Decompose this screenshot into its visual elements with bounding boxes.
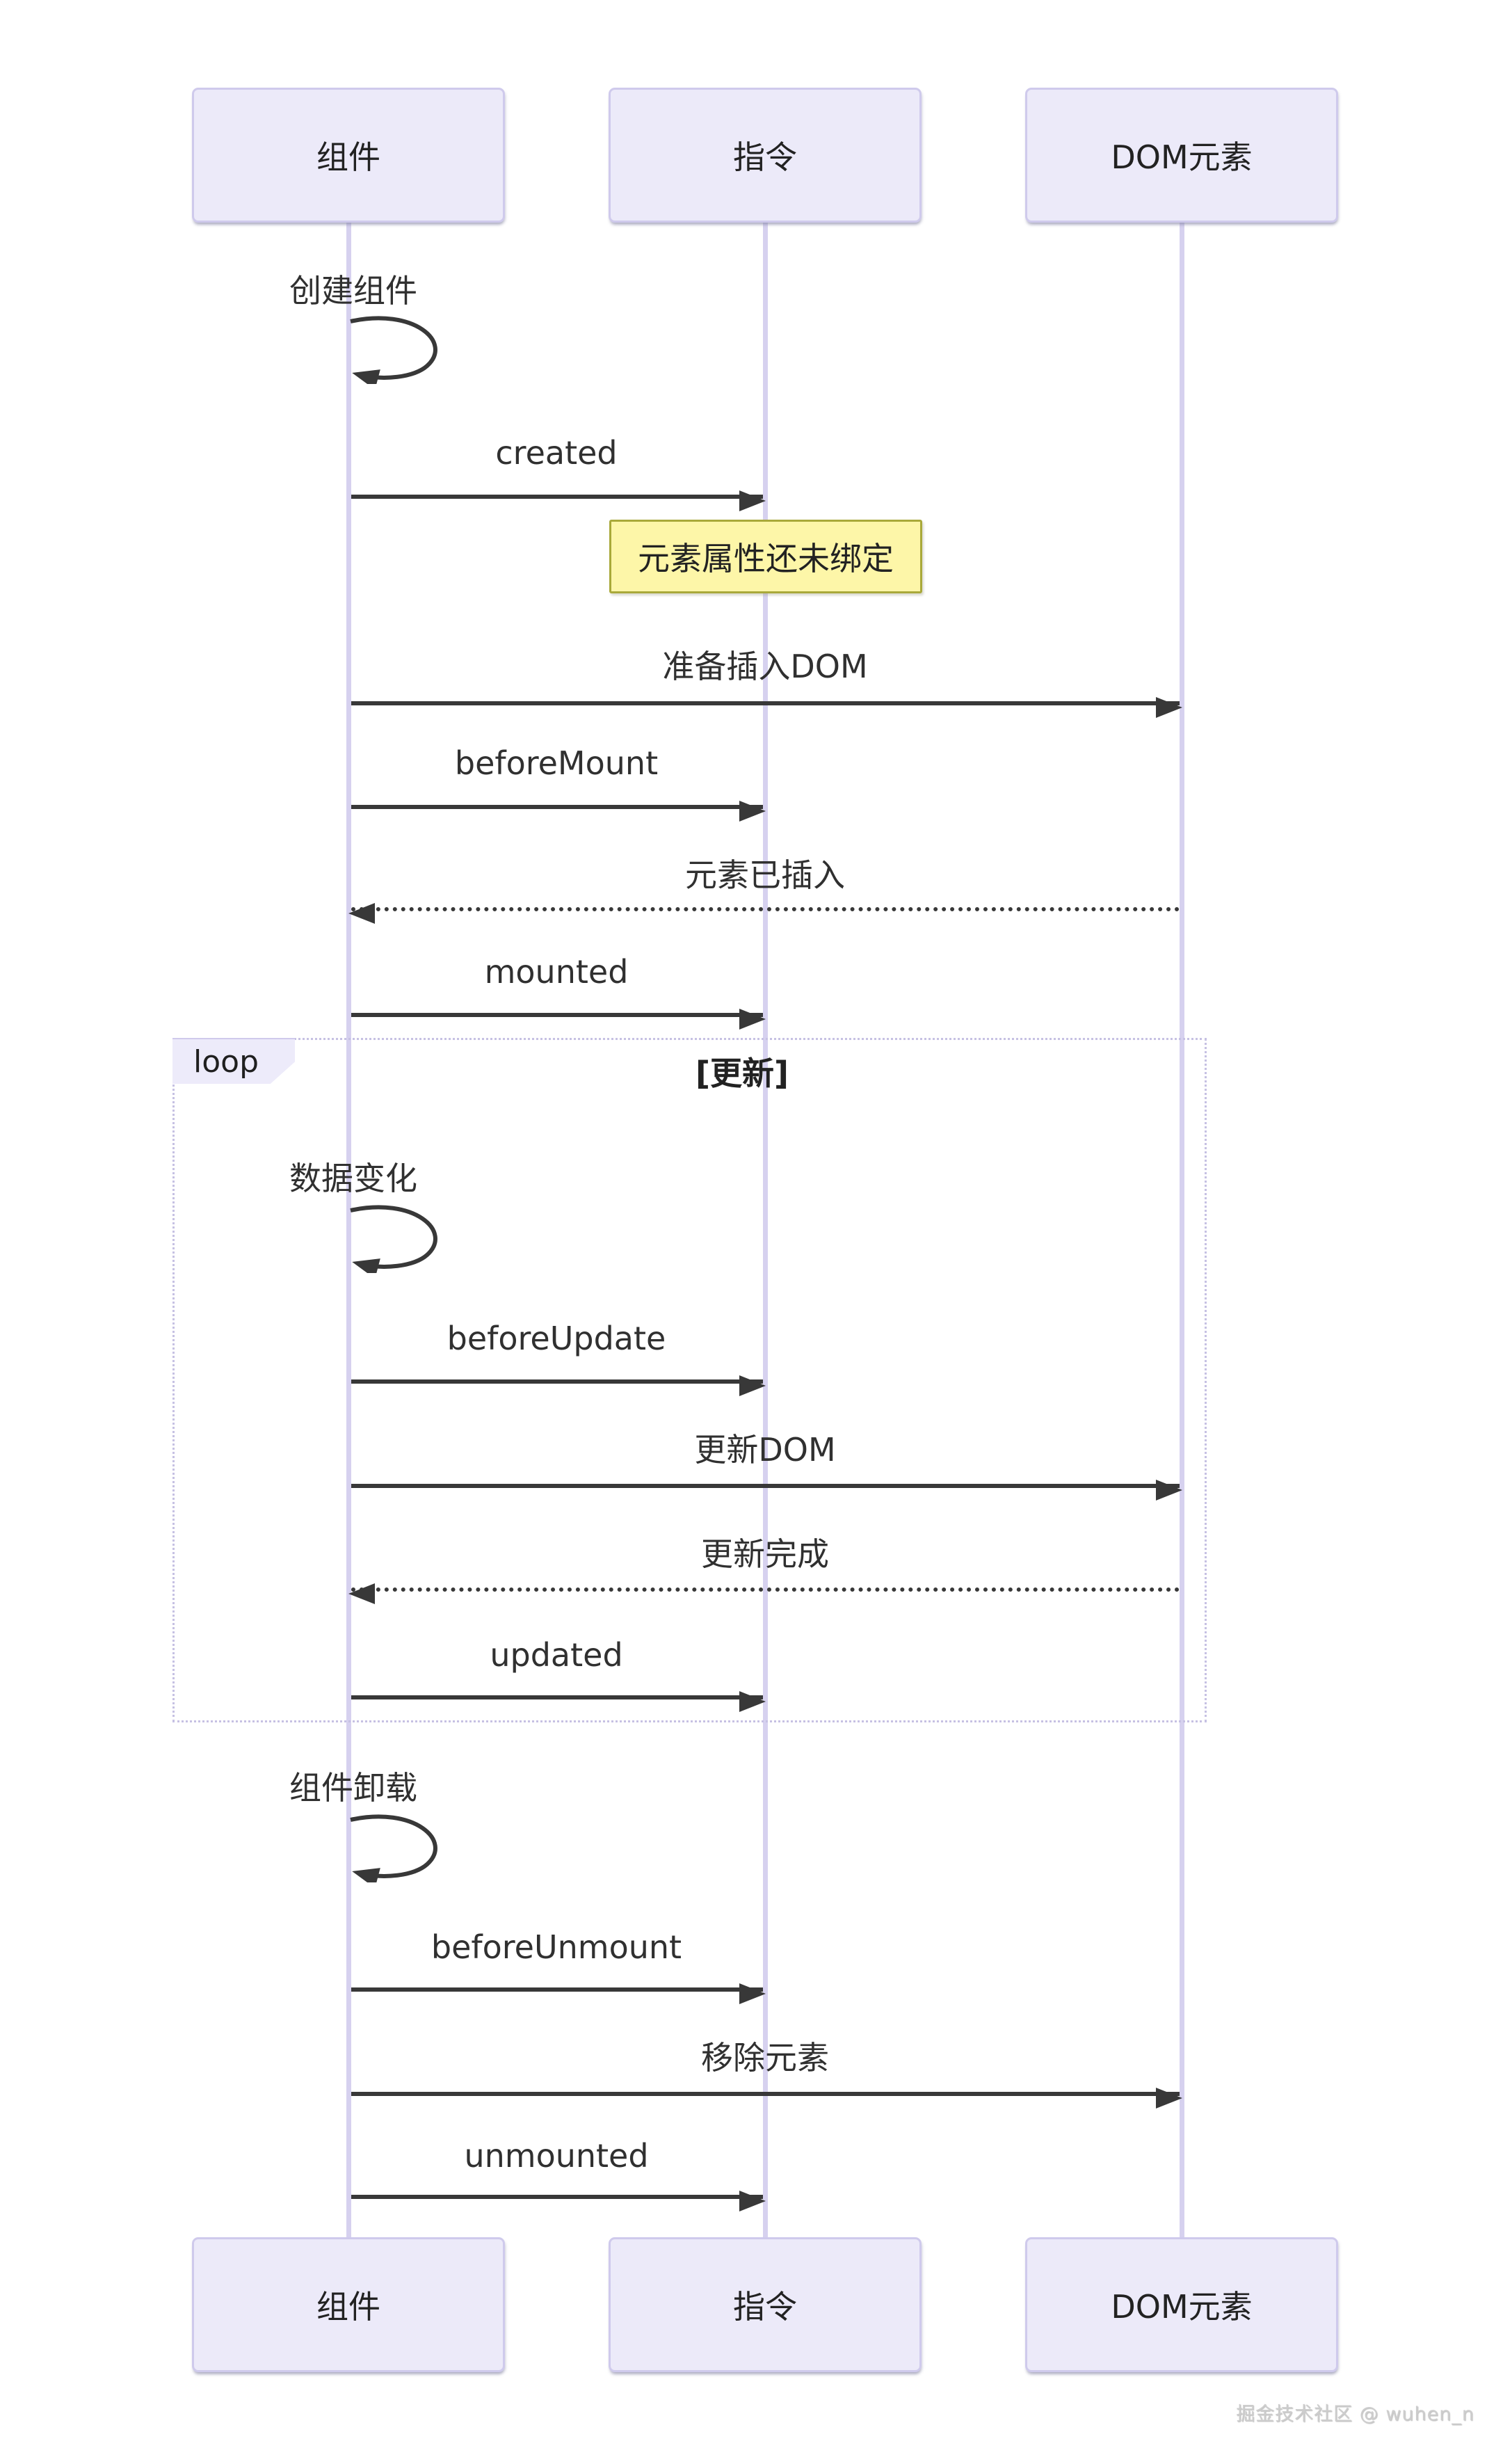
arrowhead-right [739,1983,766,2004]
loop-condition-label: [更新] [695,1055,789,1092]
arrowhead-right [1156,1480,1182,1501]
message-prepare-insert-label: 准备插入DOM [662,648,868,685]
arrow-before-unmount [351,1983,766,2004]
watermark: 掘金技术社区 @ wuhen_n [1236,2403,1474,2425]
arrow-unmounted [351,2191,766,2211]
arrowhead-right [739,1691,766,1712]
actor-label: DOM元素 [1111,138,1253,176]
arrow-prepare-insert [351,697,1182,718]
self-message-unload-label: 组件卸载 [289,1769,417,1807]
message-before-update-label: beforeUpdate [447,1320,666,1357]
actor-top-dom: DOM元素 [1025,88,1338,223]
arrow-before-update [351,1375,766,1396]
arrowhead-right [739,801,766,822]
actor-label: 指令 [733,2288,797,2326]
actor-label: DOM元素 [1111,2288,1253,2326]
arrow-update-dom [351,1480,1182,1501]
self-loop-arrow-unload [350,1814,437,1882]
note-element-attrs-unbound: 元素属性还未绑定 [609,520,922,593]
arrow-remove-element [351,2088,1182,2109]
arrowhead-right [739,1009,766,1030]
arrowhead-left [348,903,375,924]
message-remove-element-label: 移除元素 [701,2039,829,2077]
actor-top-component: 组件 [192,88,505,223]
actor-label: 组件 [316,2288,380,2326]
loop-label: loop [193,1043,259,1080]
actor-label: 指令 [733,138,797,176]
actor-bottom-dom: DOM元素 [1025,2237,1338,2372]
lifeline-directive [763,223,768,2237]
arrow-before-mount [351,801,766,822]
arrow-mounted [351,1009,766,1030]
message-update-dom-label: 更新DOM [694,1431,836,1469]
arrow-created [351,490,766,511]
self-message-data-change-label: 数据变化 [289,1160,417,1197]
actor-bottom-component: 组件 [192,2237,505,2372]
message-updated-label: updated [490,1636,623,1674]
arrowhead-right [1156,697,1182,718]
self-loop-arrow-data-change [350,1205,437,1273]
self-loop-arrow-create [350,316,437,384]
note-text: 元素属性还未绑定 [638,540,894,577]
self-message-create-label: 创建组件 [289,272,417,310]
message-mounted-label: mounted [484,953,629,991]
lifeline-component [346,223,351,2237]
message-unmounted-label: unmounted [464,2137,649,2175]
arrowhead-right [739,1375,766,1396]
message-created-label: created [495,434,618,472]
message-element-inserted-label: 元素已插入 [685,856,845,894]
actor-label: 组件 [316,138,380,176]
arrow-update-done [348,1583,1180,1604]
arrowhead-right [739,490,766,511]
loop-label-tab: loop [172,1038,295,1084]
arrowhead-left [348,1583,375,1604]
actor-bottom-directive: 指令 [609,2237,922,2372]
message-before-mount-label: beforeMount [454,744,659,782]
arrowhead-right [1156,2088,1182,2109]
actor-top-directive: 指令 [609,88,922,223]
message-before-unmount-label: beforeUnmount [431,1928,682,1966]
arrowhead-right [739,2191,766,2211]
arrow-updated [351,1691,766,1712]
arrow-element-inserted [348,903,1180,924]
lifeline-dom [1180,223,1184,2237]
loop-frame [172,1038,1207,1722]
message-update-done-label: 更新完成 [701,1535,829,1573]
